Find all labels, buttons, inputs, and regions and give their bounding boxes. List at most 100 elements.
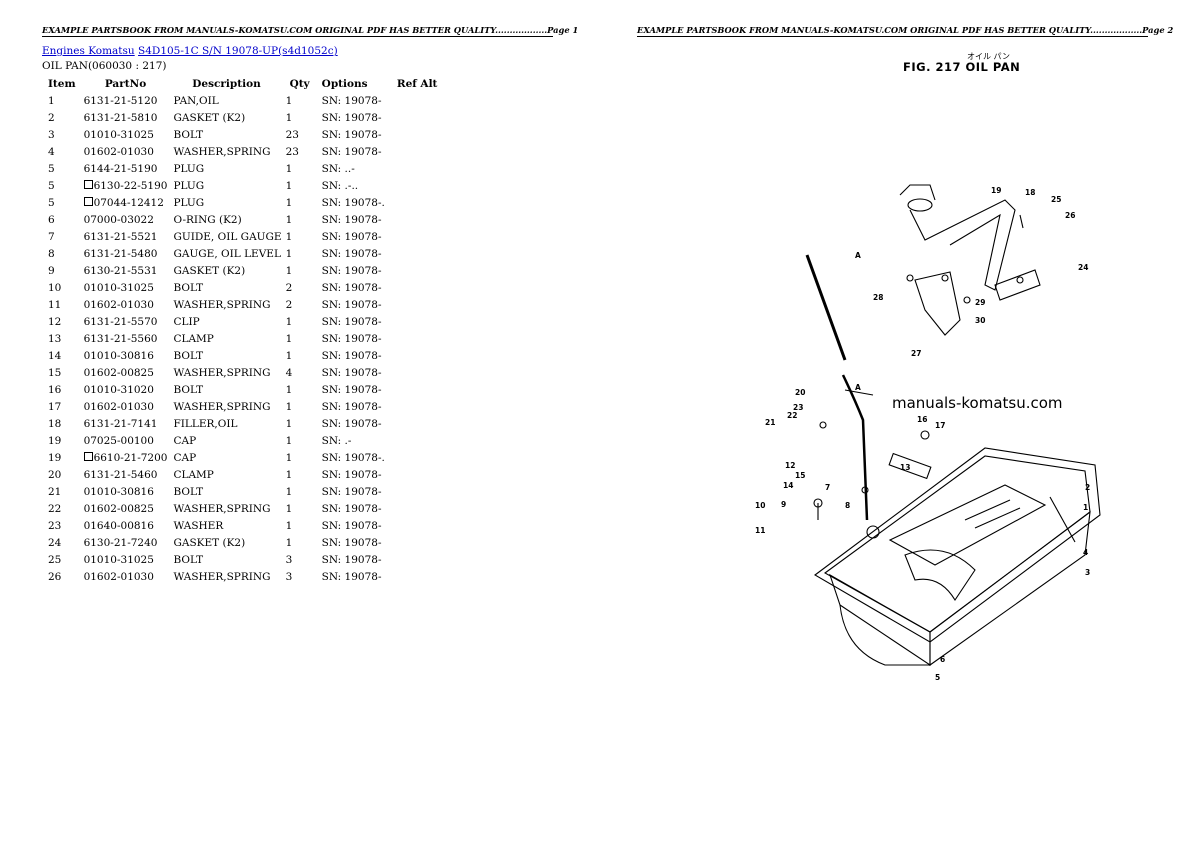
page-header: EXAMPLE PARTSBOOK FROM MANUALS-KOMATSU.C…: [637, 25, 1174, 37]
checkbox-icon: [83, 451, 93, 461]
svg-text:5: 5: [935, 673, 940, 682]
cell-description: GASKET (K2): [173, 111, 246, 124]
svg-text:1: 1: [1083, 503, 1088, 512]
cell-qty: 1: [285, 349, 293, 362]
cell-item: 2: [48, 111, 55, 124]
cell-qty: 1: [285, 315, 293, 328]
svg-text:A: A: [855, 251, 861, 260]
cell-description: O-RING (K2): [173, 213, 242, 226]
svg-text:25: 25: [1051, 195, 1061, 204]
cell-item: 6: [48, 213, 55, 226]
cell-description: CLAMP: [173, 468, 214, 481]
cell-qty: 1: [285, 179, 293, 192]
svg-text:21: 21: [765, 418, 775, 427]
svg-text:13: 13: [900, 463, 910, 472]
cell-description: CLAMP: [173, 332, 214, 345]
cell-options: SN: 19078-: [321, 366, 382, 379]
cell-item: 4: [48, 145, 55, 158]
cell-item: 21: [48, 485, 62, 498]
cell-item: 11: [48, 298, 62, 311]
cell-description: PAN,OIL: [173, 94, 219, 107]
cell-ref-alt: [391, 568, 444, 585]
svg-text:17: 17: [935, 421, 945, 430]
breadcrumb-link-engines[interactable]: Engines Komatsu: [42, 45, 135, 57]
cell-description: PLUG: [173, 162, 205, 175]
cell-options: SN: 19078-: [321, 145, 382, 158]
cell-ref-alt: [391, 109, 444, 126]
page-header: EXAMPLE PARTSBOOK FROM MANUALS-KOMATSU.C…: [42, 25, 579, 37]
cell-item: 8: [48, 247, 55, 260]
cell-item: 23: [48, 519, 62, 532]
cell-item: 22: [48, 502, 62, 515]
cell-description: WASHER: [173, 519, 224, 532]
cell-description: CAP: [173, 434, 197, 447]
cell-description: BOLT: [173, 281, 204, 294]
cell-partno: 6610-21-7200: [82, 449, 170, 466]
cell-qty: 1: [285, 247, 293, 260]
cell-ref-alt: [391, 398, 444, 415]
cell-qty: 2: [285, 298, 293, 311]
cell-ref-alt: [391, 194, 444, 211]
cell-options: SN: 19078-: [321, 536, 382, 549]
cell-item: 19: [48, 451, 62, 464]
cell-partno: 6131-21-5460: [83, 468, 158, 481]
cell-qty: 1: [285, 213, 293, 226]
cell-partno: 07000-03022: [83, 213, 154, 226]
cell-qty: 1: [285, 536, 293, 549]
cell-ref-alt: [391, 483, 444, 500]
cell-ref-alt: [391, 126, 444, 143]
cell-description: BOLT: [173, 485, 204, 498]
cell-options: SN: 19078-: [321, 230, 382, 243]
svg-text:26: 26: [1065, 211, 1075, 220]
cell-description: GAUGE, OIL LEVEL: [173, 247, 281, 260]
cell-partno: 01602-00825: [83, 502, 154, 515]
breadcrumb: Engines Komatsu S4D105-1C S/N 19078-UP(s…: [42, 45, 338, 57]
cell-partno: 6131-21-5480: [83, 247, 158, 260]
cell-partno: 01602-00825: [83, 366, 154, 379]
cell-ref-alt: [391, 262, 444, 279]
cell-qty: 1: [285, 468, 293, 481]
cell-partno: 01602-01030: [83, 298, 154, 311]
cell-qty: 23: [285, 145, 299, 158]
cell-qty: 1: [285, 230, 293, 243]
cell-ref-alt: [391, 160, 444, 177]
column-header-description: Description: [192, 77, 261, 90]
svg-text:8: 8: [845, 501, 850, 510]
cell-item: 1: [48, 94, 55, 107]
cell-partno: 01010-31020: [83, 383, 154, 396]
cell-item: 17: [48, 400, 62, 413]
cell-ref-alt: [391, 330, 444, 347]
svg-text:19: 19: [991, 186, 1001, 195]
breadcrumb-link-model[interactable]: S4D105-1C S/N 19078-UP(s4d1052c): [138, 45, 338, 57]
cell-description: WASHER,SPRING: [173, 502, 271, 515]
cell-description: WASHER,SPRING: [173, 400, 271, 413]
watermark: manuals-komatsu.com: [892, 394, 1063, 412]
svg-text:11: 11: [755, 526, 765, 535]
cell-item: 12: [48, 315, 62, 328]
svg-text:3: 3: [1085, 568, 1090, 577]
cell-qty: 1: [285, 383, 293, 396]
cell-ref-alt: [391, 517, 444, 534]
svg-text:15: 15: [795, 471, 805, 480]
cell-qty: 1: [285, 502, 293, 515]
cell-ref-alt: [391, 364, 444, 381]
cell-ref-alt: [391, 211, 444, 228]
cell-item: 18: [48, 417, 62, 430]
svg-text:6: 6: [940, 655, 945, 664]
parts-list-page: EXAMPLE PARTSBOOK FROM MANUALS-KOMATSU.C…: [42, 25, 579, 585]
cell-description: WASHER,SPRING: [173, 145, 271, 158]
column-header-item: Item: [48, 77, 76, 90]
cell-partno: 6131-21-5521: [83, 230, 158, 243]
svg-text:27: 27: [911, 349, 921, 358]
